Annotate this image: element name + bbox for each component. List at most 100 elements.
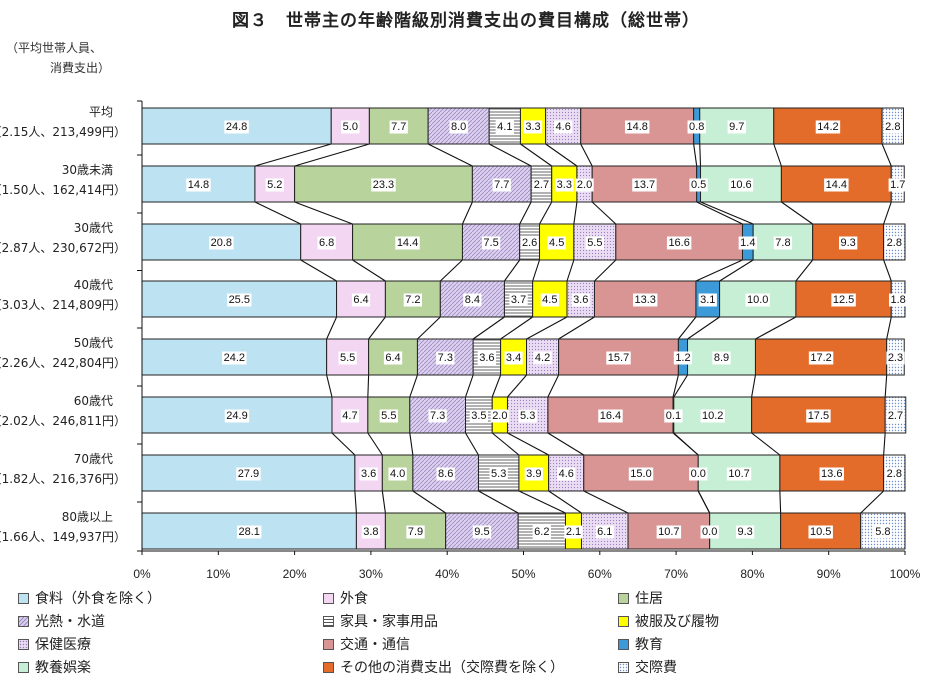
data-label-bg	[472, 525, 492, 539]
data-label: 5.0	[343, 121, 358, 133]
data-label-bg	[265, 178, 284, 192]
data-label-bg	[738, 236, 757, 250]
legend-label: 光熱・水道	[35, 614, 105, 630]
legend-swatch	[618, 592, 629, 604]
data-label: 14.2	[817, 121, 838, 133]
legend-swatch	[323, 638, 334, 650]
data-label-bg	[883, 120, 902, 134]
data-label-bg	[359, 467, 378, 481]
data-label: 16.6	[668, 237, 689, 249]
legend-swatch	[18, 592, 29, 604]
connector-line	[326, 316, 338, 340]
data-label: 15.7	[608, 352, 629, 364]
data-label-bg	[728, 178, 754, 192]
legend-item: 家具・家事用品	[323, 611, 438, 631]
legend-swatch	[618, 661, 629, 673]
bar-segment	[294, 165, 473, 203]
data-label-bg	[598, 409, 623, 423]
data-label: 13.3	[634, 294, 655, 306]
data-label-bg	[388, 467, 407, 481]
data-label: 3.1	[700, 294, 715, 306]
data-label: 5.2	[267, 179, 282, 191]
data-label-bg	[523, 120, 543, 134]
connector-line	[886, 316, 892, 340]
connector-line	[779, 490, 782, 514]
legend-item: 光熱・水道	[18, 611, 105, 631]
data-label-bg	[689, 467, 708, 481]
data-label: 3.3	[525, 121, 540, 133]
axis-note: （平均世帯人員、 消費支出）	[6, 38, 110, 78]
category-labels: 平均（2.15人、213,499円）30歳未満（1.50人、162,414円）3…	[0, 105, 126, 544]
data-label: 7.3	[438, 352, 453, 364]
data-label-bg	[383, 351, 403, 365]
data-label-bg	[886, 351, 905, 365]
legend-swatch	[18, 615, 29, 627]
data-label-bg	[632, 178, 657, 192]
data-label-bg	[815, 120, 841, 134]
data-label: 14.4	[826, 179, 847, 191]
connector-line	[755, 316, 797, 340]
connector-line	[773, 143, 782, 167]
data-label: 9.3	[841, 237, 856, 249]
data-label-bg	[504, 351, 523, 365]
data-label: 7.2	[405, 294, 420, 306]
data-label-bg	[340, 409, 360, 423]
category-sublabel: （2.87人、230,672円）	[0, 241, 126, 255]
connector-line	[532, 259, 541, 282]
category-sublabel: （1.82人、216,376円）	[0, 472, 126, 486]
data-label-bg	[518, 409, 537, 423]
data-label: 3.4	[506, 352, 521, 364]
data-label-bg	[361, 525, 381, 539]
data-label-bg	[726, 467, 752, 481]
data-label: 7.8	[775, 237, 790, 249]
data-label-bg	[632, 293, 658, 307]
data-label-bg	[885, 236, 904, 250]
x-tick-label: 70%	[664, 567, 688, 581]
data-label-bg	[236, 467, 261, 481]
data-label: 5.3	[520, 410, 535, 422]
connector-line	[751, 432, 781, 456]
data-label-bg	[389, 120, 408, 134]
data-label: 2.6	[522, 237, 537, 249]
category-label: 30歳未満	[62, 163, 113, 177]
connector-line	[409, 432, 414, 456]
data-label: 17.2	[810, 352, 831, 364]
data-label: 3.6	[479, 352, 494, 364]
legend-label: 住居	[635, 591, 663, 607]
connector-line	[507, 374, 527, 398]
data-label: 0.0	[691, 468, 706, 480]
legend-label: その他の消費支出（交際費を除く）	[340, 660, 564, 676]
data-label: 10.5	[810, 526, 831, 538]
data-label-bg	[656, 525, 682, 539]
connector-line	[294, 143, 370, 167]
data-label-bg	[673, 351, 693, 365]
connector-line	[539, 201, 553, 225]
data-label-bg	[209, 236, 234, 250]
data-label: 24.9	[226, 410, 247, 422]
data-label: 5.8	[875, 526, 890, 538]
data-label-bg	[338, 351, 357, 365]
data-label: 16.4	[600, 410, 621, 422]
category-sublabel: （2.02人、246,811円）	[0, 414, 126, 428]
legend-swatch	[18, 638, 29, 650]
category-sublabel: （2.15人、213,499円）	[0, 125, 126, 139]
category-sublabel: （1.50人、162,414円）	[0, 183, 126, 197]
data-label-bg	[469, 409, 489, 423]
connector-line	[461, 201, 473, 225]
data-label: 8.0	[451, 121, 466, 133]
connector-line	[719, 259, 754, 282]
data-label: 2.8	[885, 121, 900, 133]
data-label: 14.8	[626, 121, 647, 133]
data-label: 3.7	[511, 294, 526, 306]
data-label-bg	[436, 467, 455, 481]
data-label-bg	[495, 120, 514, 134]
connector-line	[693, 143, 698, 167]
connector-line	[331, 432, 356, 456]
data-label-bg	[532, 178, 551, 192]
data-label: 0.0	[702, 526, 717, 538]
data-label: 2.3	[888, 352, 903, 364]
bar-segment	[336, 280, 386, 318]
connector-line	[883, 259, 892, 282]
data-label-bg	[624, 120, 650, 134]
